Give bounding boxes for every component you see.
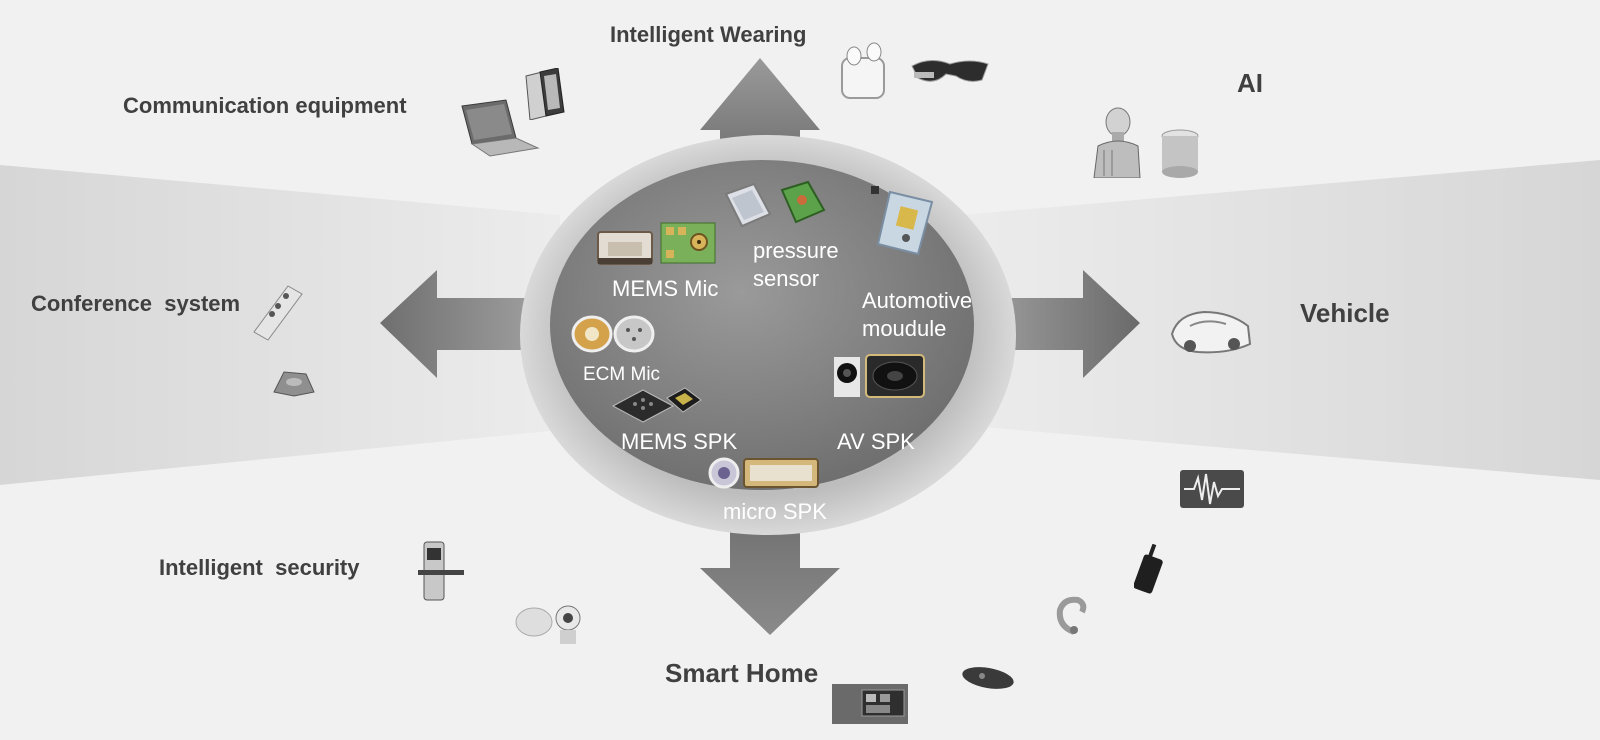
smart-speaker-icon	[1161, 129, 1199, 178]
micro-spk-icon	[708, 457, 819, 489]
label-mems-spk: MEMS SPK	[621, 429, 738, 454]
smartphone-icon	[525, 68, 565, 120]
label-ecm-mic: ECM Mic	[583, 364, 661, 385]
label-vehicle: Vehicle	[1300, 298, 1390, 328]
baby-monitor-icon	[515, 605, 581, 644]
mems-spk-icon	[611, 387, 702, 423]
smart-lock-icon	[418, 541, 464, 601]
label-conference-system: Conference system	[31, 291, 241, 316]
pressure-sensor-chip-icon	[724, 182, 772, 228]
arrow-down	[700, 510, 840, 635]
conference-phone-icon	[273, 371, 315, 397]
arrow-right	[960, 270, 1140, 378]
walkie-talkie-icon	[1134, 544, 1163, 594]
label-intelligent-security: Intelligent security	[159, 555, 360, 580]
label-ai: AI	[1237, 68, 1263, 98]
hearing-aid-icon	[1056, 596, 1087, 635]
small-component-icon	[871, 186, 879, 194]
sound-wave-icon	[1180, 470, 1244, 508]
label-av-spk: AV SPK	[837, 429, 915, 454]
mems-mic-board-icon	[660, 222, 716, 264]
smart-glasses-icon	[911, 60, 989, 82]
arrow-left	[380, 270, 560, 378]
right-band	[960, 160, 1600, 480]
av-spk-icon	[834, 354, 925, 398]
label-automotive-module: Automotive moudule	[862, 288, 973, 341]
label-intelligent-wearing: Intelligent Wearing	[610, 22, 807, 47]
label-micro-spk: micro SPK	[723, 499, 827, 524]
pressure-sensor-board-icon	[780, 180, 826, 224]
conference-remote-icon	[253, 285, 303, 341]
robot-icon	[1093, 107, 1141, 178]
label-communication-equipment: Communication equipment	[123, 93, 407, 118]
mems-mic-chip-icon	[597, 231, 653, 265]
ecm-mic-icon	[571, 315, 655, 353]
label-pressure-sensor: pressure sensor	[753, 238, 839, 291]
earbuds-icon	[841, 42, 885, 99]
automotive-module-icon	[876, 190, 934, 256]
left-band	[0, 165, 560, 485]
remote-control-icon	[962, 667, 1014, 689]
label-smart-home: Smart Home	[665, 658, 819, 688]
smart-tv-icon	[832, 684, 908, 724]
label-mems-mic: MEMS Mic	[612, 276, 719, 301]
laptop-icon	[461, 99, 540, 157]
car-icon	[1170, 310, 1252, 354]
